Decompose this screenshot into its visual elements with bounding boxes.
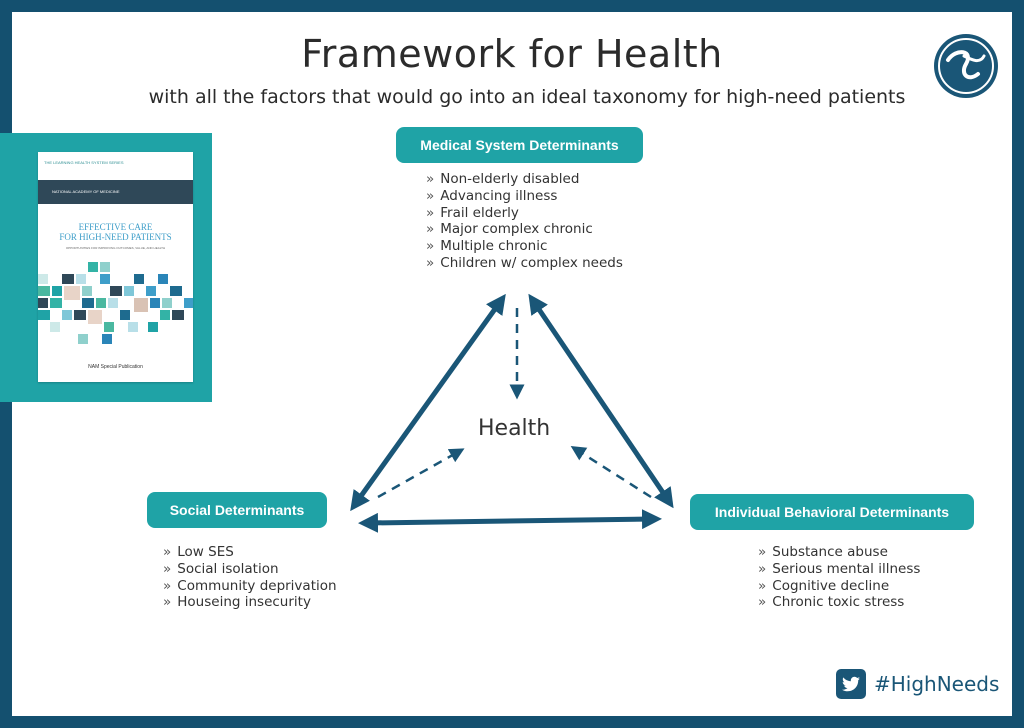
book-title: EFFECTIVE CARE FOR HIGH-NEED PATIENTS — [38, 222, 193, 242]
list-item: Frail elderly — [426, 205, 623, 222]
medical-determinants-list: Non-elderly disabled Advancing illness F… — [426, 171, 623, 272]
arrow-social-individual — [358, 509, 662, 533]
list-item: Serious mental illness — [758, 561, 920, 578]
individual-behavioral-determinants-node: Individual Behavioral Determinants — [690, 494, 974, 530]
book-footer: NAM Special Publication — [88, 364, 143, 370]
arrow-medical-social — [350, 293, 506, 512]
list-item: Community deprivation — [163, 578, 336, 595]
list-item: Children w/ complex needs — [426, 255, 623, 272]
hashtag-link[interactable]: #HighNeeds — [874, 672, 1000, 696]
health-center-label: Health — [478, 416, 551, 441]
book-subtitle: OPPORTUNITIES FOR IMPROVING OUTCOMES, VA… — [65, 246, 166, 250]
list-item: Social isolation — [163, 561, 337, 578]
book-mosaic-image — [38, 262, 193, 344]
social-determinants-list: Low SES Social isolation Community depri… — [163, 544, 337, 611]
medical-system-determinants-node: Medical System Determinants — [396, 127, 643, 163]
twitter-icon[interactable] — [836, 669, 866, 699]
page-title: Framework for Health — [301, 32, 723, 76]
arrow-medical-individual — [528, 293, 674, 509]
book-band: NATIONAL ACADEMY OF MEDICINE — [38, 180, 193, 204]
list-item: Multiple chronic — [426, 238, 623, 255]
list-item: Houseing insecurity — [163, 594, 337, 611]
book-publisher: NATIONAL ACADEMY OF MEDICINE — [52, 189, 120, 194]
list-item: Substance abuse — [758, 544, 920, 561]
book-title-line1: EFFECTIVE CARE — [78, 222, 153, 232]
nam-logo-icon — [934, 34, 998, 98]
page-subtitle: with all the factors that would go into … — [148, 86, 906, 108]
social-determinants-node: Social Determinants — [147, 492, 327, 528]
list-item: Advancing illness — [426, 188, 623, 205]
list-item: Cognitive decline — [758, 578, 920, 595]
book-series: THE LEARNING HEALTH SYSTEM SERIES — [44, 160, 124, 165]
book-cover[interactable]: THE LEARNING HEALTH SYSTEM SERIES NATION… — [38, 152, 193, 382]
book-title-line2: FOR HIGH-NEED PATIENTS — [59, 232, 172, 242]
list-item: Low SES — [163, 544, 337, 561]
list-item: Major complex chronic — [426, 221, 623, 238]
list-item: Chronic toxic stress — [758, 594, 920, 611]
list-item: Non-elderly disabled — [426, 171, 623, 188]
individual-determinants-list: Substance abuse Serious mental illness C… — [758, 544, 920, 611]
